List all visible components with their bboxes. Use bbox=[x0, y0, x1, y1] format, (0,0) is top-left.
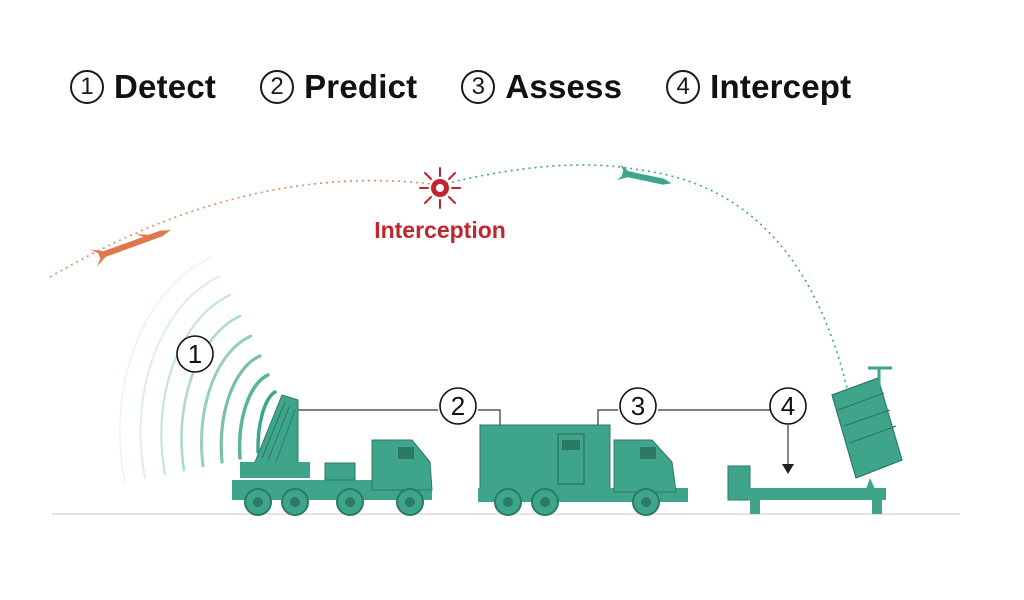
svg-text:4: 4 bbox=[781, 391, 795, 421]
interception-burst-icon bbox=[419, 167, 461, 209]
step-detect: 1 Detect bbox=[70, 68, 216, 106]
step-number: 4 bbox=[666, 70, 701, 104]
step-predict: 2 Predict bbox=[260, 68, 417, 106]
scene-marker-1: 1 bbox=[176, 335, 214, 373]
radar-waves bbox=[119, 257, 277, 483]
interception-label: Interception bbox=[374, 217, 506, 243]
radar-truck-icon bbox=[232, 394, 433, 516]
scene-marker-3: 3 bbox=[619, 387, 657, 425]
command-truck-icon bbox=[478, 424, 688, 516]
threat-trajectory bbox=[49, 179, 441, 278]
scene-marker-4: 4 bbox=[769, 387, 807, 425]
step-label: Assess bbox=[505, 68, 623, 105]
step-number: 2 bbox=[260, 70, 295, 104]
step-label: Intercept bbox=[710, 68, 852, 105]
step-label: Predict bbox=[304, 68, 418, 105]
interceptor-missile-icon bbox=[616, 164, 672, 185]
interceptor-trajectory bbox=[439, 164, 849, 393]
step-label: Detect bbox=[114, 68, 217, 105]
svg-text:2: 2 bbox=[451, 391, 465, 421]
svg-text:3: 3 bbox=[631, 391, 645, 421]
step-intercept: 4 Intercept bbox=[666, 68, 851, 106]
arrow-down-icon bbox=[782, 464, 794, 474]
step-legend: 1 Detect 2 Predict 3 Assess 4 Intercept bbox=[70, 62, 895, 112]
step-assess: 3 Assess bbox=[461, 68, 622, 106]
threat-missile-icon bbox=[90, 230, 171, 267]
connection-lines bbox=[298, 409, 789, 466]
step-number: 1 bbox=[70, 70, 104, 104]
svg-text:1: 1 bbox=[188, 339, 202, 369]
launcher-icon bbox=[727, 366, 903, 514]
step-number: 3 bbox=[461, 70, 496, 104]
scene-marker-2: 2 bbox=[439, 387, 477, 425]
